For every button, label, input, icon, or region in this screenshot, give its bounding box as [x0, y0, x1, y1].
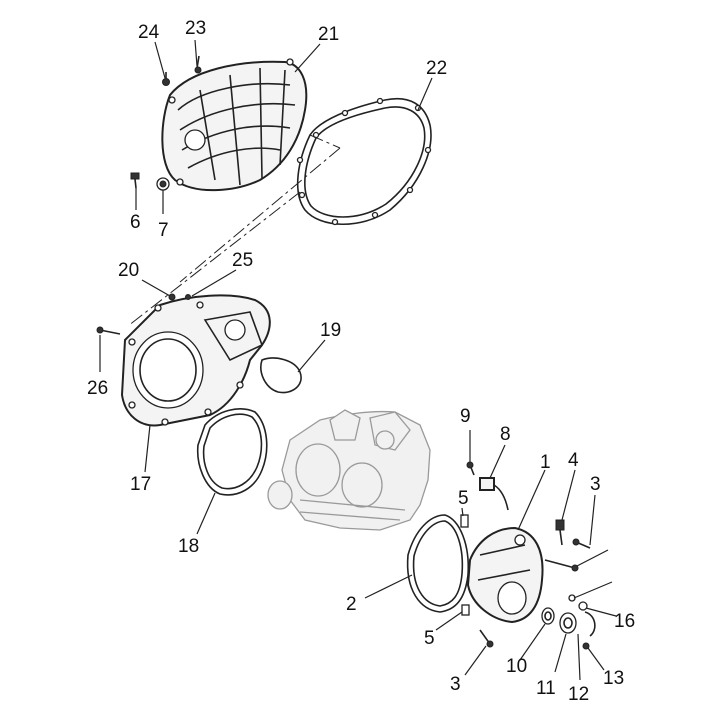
- callout-3-lower: 3: [450, 674, 461, 695]
- callout-8: 7: [158, 220, 169, 241]
- bolt-10: [466, 461, 475, 476]
- callout-23: 23: [185, 18, 206, 39]
- callout-13: 12: [568, 684, 589, 705]
- bolt-24: [162, 72, 170, 86]
- bolt-14: [582, 642, 590, 650]
- callout-3-upper: 3: [590, 474, 601, 495]
- callout-25: 25: [232, 250, 253, 271]
- bolt-6: [544, 559, 579, 572]
- callout-5-lower: 5: [424, 628, 435, 649]
- seal-11: [541, 607, 555, 625]
- dowel-25: [185, 294, 191, 300]
- drain-screw-7: [130, 172, 140, 189]
- plug-15: [578, 601, 588, 611]
- inner-cover-gasket-18: [196, 408, 268, 496]
- bolt-3-upper: [572, 538, 591, 549]
- callout-26: 26: [87, 378, 108, 399]
- engine-block: [267, 409, 431, 531]
- dowel-5-lower: [461, 604, 470, 616]
- callout-12: 11: [536, 678, 556, 699]
- bearing-12: [559, 612, 577, 634]
- callout-19: 19: [320, 320, 341, 341]
- callout-22: 22: [426, 58, 447, 79]
- outer-cover-gasket: [296, 97, 432, 226]
- callout-7: 6: [130, 212, 141, 233]
- callout-24: 24: [138, 22, 160, 43]
- callout-20: 20: [118, 260, 139, 281]
- callout-15: 16: [614, 611, 635, 632]
- callout-9: 8: [500, 424, 511, 445]
- callout-11: 10: [506, 656, 527, 677]
- small-gasket-19: [260, 357, 302, 394]
- callout-5-upper: 5: [458, 488, 469, 509]
- inner-cvt-cover: [120, 294, 271, 427]
- bolt-23: [194, 55, 202, 74]
- bolt-20: [168, 293, 176, 301]
- alignment-lines: [127, 134, 341, 327]
- outer-cvt-cover: [161, 58, 308, 192]
- leader-lines: [99, 39, 617, 681]
- stator-cover-gasket-2: [406, 514, 470, 613]
- bolt-26: [96, 326, 121, 335]
- plug-8: [156, 177, 170, 191]
- stator-cover-1: [466, 526, 544, 624]
- bolt-3-lower: [479, 629, 494, 648]
- callout-14: 13: [603, 668, 624, 689]
- callout-10: 9: [460, 406, 471, 427]
- callout-21: 21: [318, 24, 339, 45]
- callout-labels: 21 22 24 23 6 7 20 25 19 26 17 18 2 9 8 …: [87, 18, 635, 705]
- bolt-4: [555, 519, 565, 546]
- callout-4: 4: [568, 450, 579, 471]
- callout-2: 2: [346, 594, 357, 615]
- callout-1: 1: [540, 452, 551, 473]
- clip-13: [584, 611, 596, 637]
- callout-17: 17: [130, 474, 151, 495]
- callout-18: 18: [178, 536, 199, 557]
- dowel-5-upper: [460, 514, 469, 528]
- sensor-9: [479, 477, 509, 511]
